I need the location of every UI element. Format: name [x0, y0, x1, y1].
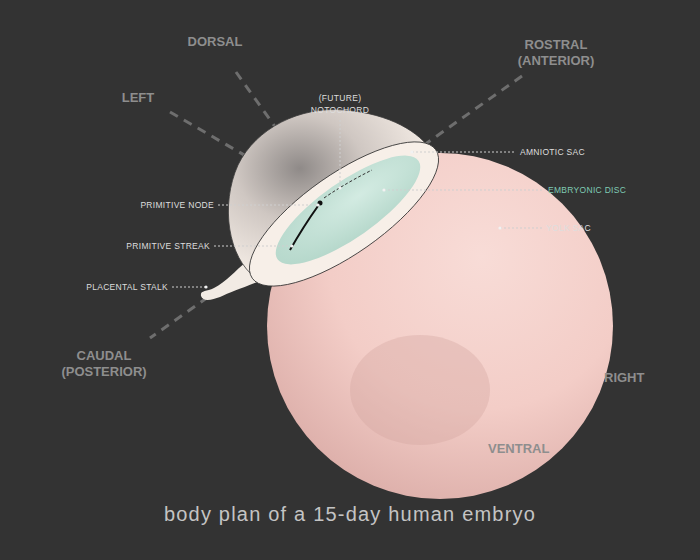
structure-label: PRIMITIVE NODE: [140, 199, 214, 211]
structure-label: PLACENTAL STALK: [86, 281, 168, 293]
axis-label: VENTRAL: [488, 441, 549, 457]
axis-label: LEFT: [122, 90, 155, 106]
yolk-shade: [350, 335, 490, 445]
structure-label: EMBRYONIC DISC: [548, 184, 626, 196]
notochord: [324, 170, 372, 198]
primitive-streak: [290, 206, 318, 250]
axis-label: RIGHT: [604, 370, 644, 386]
axis-label: ROSTRAL (ANTERIOR): [506, 37, 606, 69]
leader-lines: [172, 120, 544, 287]
structure-label: AMNIOTIC SAC: [520, 146, 585, 158]
caption: body plan of a 15-day human embryo: [164, 503, 536, 526]
leader-dots: [204, 150, 501, 288]
embryonic-disc: [261, 138, 434, 283]
structure-label: PRIMITIVE STREAK: [126, 240, 210, 252]
axis-label: DORSAL: [188, 34, 243, 50]
axis-label: CAUDAL (POSTERIOR): [54, 348, 154, 380]
yolk-sac: [267, 153, 613, 499]
structure-label: (FUTURE) NOTOCHORD: [305, 92, 375, 116]
sac-rim: [229, 117, 458, 311]
structure-label: YOLK SAC: [546, 222, 591, 234]
